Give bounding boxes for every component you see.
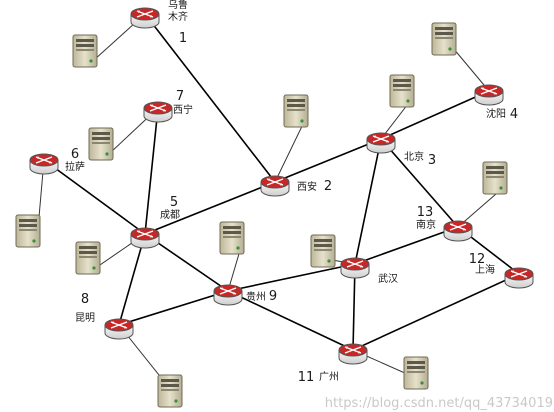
node-name-label: 西安 [297, 180, 317, 193]
node-number-5: 5 [170, 195, 178, 210]
link-n5-n8 [118, 233, 146, 326]
router-icon [143, 101, 173, 123]
router-icon [29, 153, 59, 175]
link-n3-n10 [354, 138, 382, 265]
router-icon [340, 257, 370, 279]
link-n3-n4 [380, 90, 490, 140]
node-name-label: 广州 [319, 371, 339, 383]
node-name-label: 乌鲁 [168, 0, 188, 11]
server-icon [482, 161, 508, 195]
node-name-label: 拉萨 [65, 160, 85, 173]
node-number-6: 6 [71, 147, 79, 162]
link-n9-n11 [227, 290, 354, 351]
link-n10-n13 [354, 226, 459, 265]
node-name-label: 武汉 [378, 272, 398, 285]
link-n9-n8 [118, 290, 229, 326]
node-name-label: 北京 [404, 150, 424, 163]
node-number-11: 11 [298, 370, 315, 385]
node-name-label: 贵州 [246, 290, 266, 303]
node-number-12: 12 [469, 252, 486, 267]
node-number-9: 9 [269, 289, 277, 304]
link-n9-n10 [227, 263, 356, 292]
node-number-4: 4 [510, 107, 518, 122]
router-icon [130, 7, 160, 29]
server-icon [310, 234, 336, 268]
node-number-13: 13 [417, 205, 434, 220]
link-n11-n12 [352, 273, 520, 351]
node-name-label: 木齐 [168, 10, 188, 23]
link-n1-n2 [144, 13, 276, 183]
router-icon [213, 284, 243, 306]
link-n2-n3 [274, 138, 382, 183]
router-icon [474, 84, 504, 106]
node-name-label: 成都 [160, 209, 180, 221]
node-number-2: 2 [324, 179, 332, 194]
link-n5-n2 [144, 181, 276, 235]
server-icon [283, 94, 309, 128]
server-icon [75, 241, 101, 275]
router-icon [504, 267, 534, 289]
node-number-1: 1 [179, 31, 187, 46]
server-icon [389, 74, 415, 108]
server-icon [88, 127, 114, 161]
router-icon [338, 343, 368, 365]
server-icon [431, 22, 457, 56]
routers-layer [29, 7, 534, 365]
node-number-8: 8 [81, 292, 89, 307]
server-icon [157, 374, 183, 408]
server-icon [15, 214, 41, 248]
router-icon [260, 175, 290, 197]
node-name-label: 西宁 [173, 103, 193, 116]
srv-shenyang-link [452, 47, 490, 92]
node-name-label: 昆明 [75, 312, 95, 324]
server-icon [219, 221, 245, 255]
node-name-label: 沈阳 [486, 107, 506, 120]
router-icon [130, 227, 160, 249]
router-icon [443, 220, 473, 242]
server-icon [403, 356, 429, 390]
servers-layer [15, 22, 508, 408]
link-n7-n5 [144, 107, 159, 235]
router-icon [104, 318, 134, 340]
node-name-label: 上海 [475, 263, 495, 276]
srv-xian-link [274, 119, 306, 183]
node-number-7: 7 [176, 89, 184, 104]
node-number-3: 3 [428, 153, 436, 168]
link-n6-n5 [43, 159, 146, 235]
node-name-label: 南京 [416, 218, 436, 231]
router-icon [366, 132, 396, 154]
watermark-text: https://blog.csdn.net/qq_43734019 [325, 396, 553, 411]
link-n3-n13 [380, 138, 459, 228]
server-icon [72, 34, 98, 68]
